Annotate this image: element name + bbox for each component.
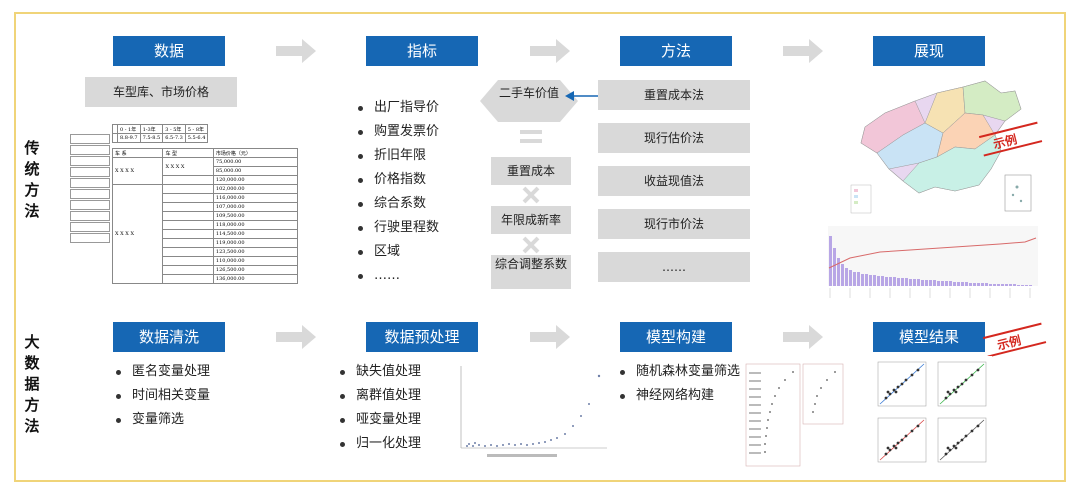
table-cell: 5.5-6.4 (184, 133, 209, 143)
header-data-cleaning: 数据清洗 (113, 322, 225, 352)
china-map-image (845, 73, 1040, 218)
outer-frame (14, 12, 1066, 482)
method-replacement-cost: 重置成本法 (598, 80, 750, 110)
header-display: 展现 (873, 36, 985, 66)
method-income-value: 收益现值法 (598, 166, 750, 196)
feature-importance-image (745, 362, 845, 470)
method-current-valuation: 现行估价法 (598, 123, 750, 153)
arrow-right-icon (530, 39, 570, 63)
table-header: 1-3年 (139, 124, 164, 134)
list-item: 哑变量处理 (338, 408, 421, 432)
importance-illustration (745, 363, 844, 467)
side-label-traditional: 传统方法 (24, 139, 40, 220)
list-item: 缺失值处理 (338, 360, 421, 384)
result-hexagon (480, 80, 578, 122)
table-cell: 102,000.00 (212, 184, 299, 194)
header-preprocessing: 数据预处理 (366, 322, 478, 352)
list-item: 归一化处理 (338, 432, 421, 456)
table-cell: 119,000.00 (212, 238, 299, 248)
list-item: 时间相关变量 (114, 384, 210, 408)
preprocessing-list: 缺失值处理 离群值处理 哑变量处理 归一化处理 (338, 360, 421, 456)
table-cell: 123,500.00 (212, 247, 299, 257)
table-header: 5 - 8年 (184, 124, 209, 134)
list-item: 匿名变量处理 (114, 360, 210, 384)
table-cell: 109,500.00 (212, 211, 299, 221)
connector-arrow-icon (565, 91, 601, 101)
arrow-right-icon (530, 325, 570, 349)
table-header: 车 型 (162, 148, 214, 158)
list-item: 行驶里程数 (356, 216, 439, 240)
equals-icon (520, 130, 542, 143)
multiply-icon (522, 186, 540, 204)
table-cell: X X X X (111, 157, 164, 185)
list-item: 综合系数 (356, 192, 439, 216)
table-cell: X X X X (162, 157, 214, 176)
table-header: 3 - 5年 (162, 124, 186, 134)
table-cell: 136,000.00 (212, 274, 299, 284)
trend-chart-illustration (828, 226, 1038, 298)
table-header: 0 - 1年 (117, 124, 141, 134)
formula-term-newness-rate: 年限成新率 (491, 206, 571, 234)
table-cell: 85,000.00 (212, 166, 299, 176)
list-item: 离群值处理 (338, 384, 421, 408)
trend-chart-image (820, 222, 1045, 302)
list-item: 神经网络构建 (618, 384, 740, 408)
formula-result: 二手车价值 (498, 86, 559, 100)
header-indicators: 指标 (366, 36, 478, 66)
table-cell: 75,000.00 (212, 157, 299, 167)
formula-term-adjustment: 综合调整系数 (491, 255, 571, 289)
header-data: 数据 (113, 36, 225, 66)
table-cell: 8.8-9.7 (117, 133, 141, 143)
side-label-bigdata: 大数据方法 (24, 333, 40, 435)
arrow-right-icon (783, 325, 823, 349)
modeling-list: 随机森林变量筛选 神经网络构建 (618, 360, 740, 408)
table-header: 市场价格（元） (212, 148, 299, 158)
arrow-right-icon (276, 39, 316, 63)
table-cell: X X X X (111, 184, 164, 284)
cleaning-list: 匿名变量处理 时间相关变量 变量筛选 (114, 360, 210, 432)
list-item: 折旧年限 (356, 144, 439, 168)
table-cell: 120,000.00 (212, 175, 299, 185)
arrow-right-icon (783, 39, 823, 63)
indicator-list: 出厂指导价 购置发票价 折旧年限 价格指数 综合系数 行驶里程数 区域 …… (356, 96, 439, 288)
scatter-plot-image (447, 360, 612, 465)
data-source-box: 车型库、市场价格 (85, 77, 237, 107)
list-item: 出厂指导价 (356, 96, 439, 120)
table-cell: 116,000.00 (212, 193, 299, 203)
table-cell: 126,500.00 (212, 265, 299, 275)
table-cell: 107,000.00 (212, 202, 299, 212)
method-market-price: 现行市价法 (598, 209, 750, 239)
table-header: 车 系 (111, 148, 164, 158)
method-more: …… (598, 252, 750, 282)
scatter-illustration (460, 366, 607, 457)
table-cell: 118,000.00 (212, 220, 299, 230)
model-result-image (872, 356, 992, 468)
table-cell: 110,000.00 (212, 256, 299, 266)
formula-term-replacement-cost: 重置成本 (491, 157, 571, 185)
list-item: 购置发票价 (356, 120, 439, 144)
list-item: 随机森林变量筛选 (618, 360, 740, 384)
table-cell: 6.5-7.3 (162, 133, 186, 143)
list-item: 变量筛选 (114, 408, 210, 432)
list-item: …… (356, 264, 439, 288)
table-cell: 7.5-8.5 (139, 133, 164, 143)
model-result-illustration (877, 361, 987, 463)
header-model-results: 模型结果 (873, 322, 985, 352)
multiply-icon (522, 236, 540, 254)
list-item: 区域 (356, 240, 439, 264)
list-item: 价格指数 (356, 168, 439, 192)
arrow-right-icon (276, 325, 316, 349)
map-illustration (850, 80, 1032, 214)
year-column (70, 134, 110, 244)
table-cell: 114,500.00 (212, 229, 299, 239)
header-methods: 方法 (620, 36, 732, 66)
header-model-building: 模型构建 (620, 322, 732, 352)
